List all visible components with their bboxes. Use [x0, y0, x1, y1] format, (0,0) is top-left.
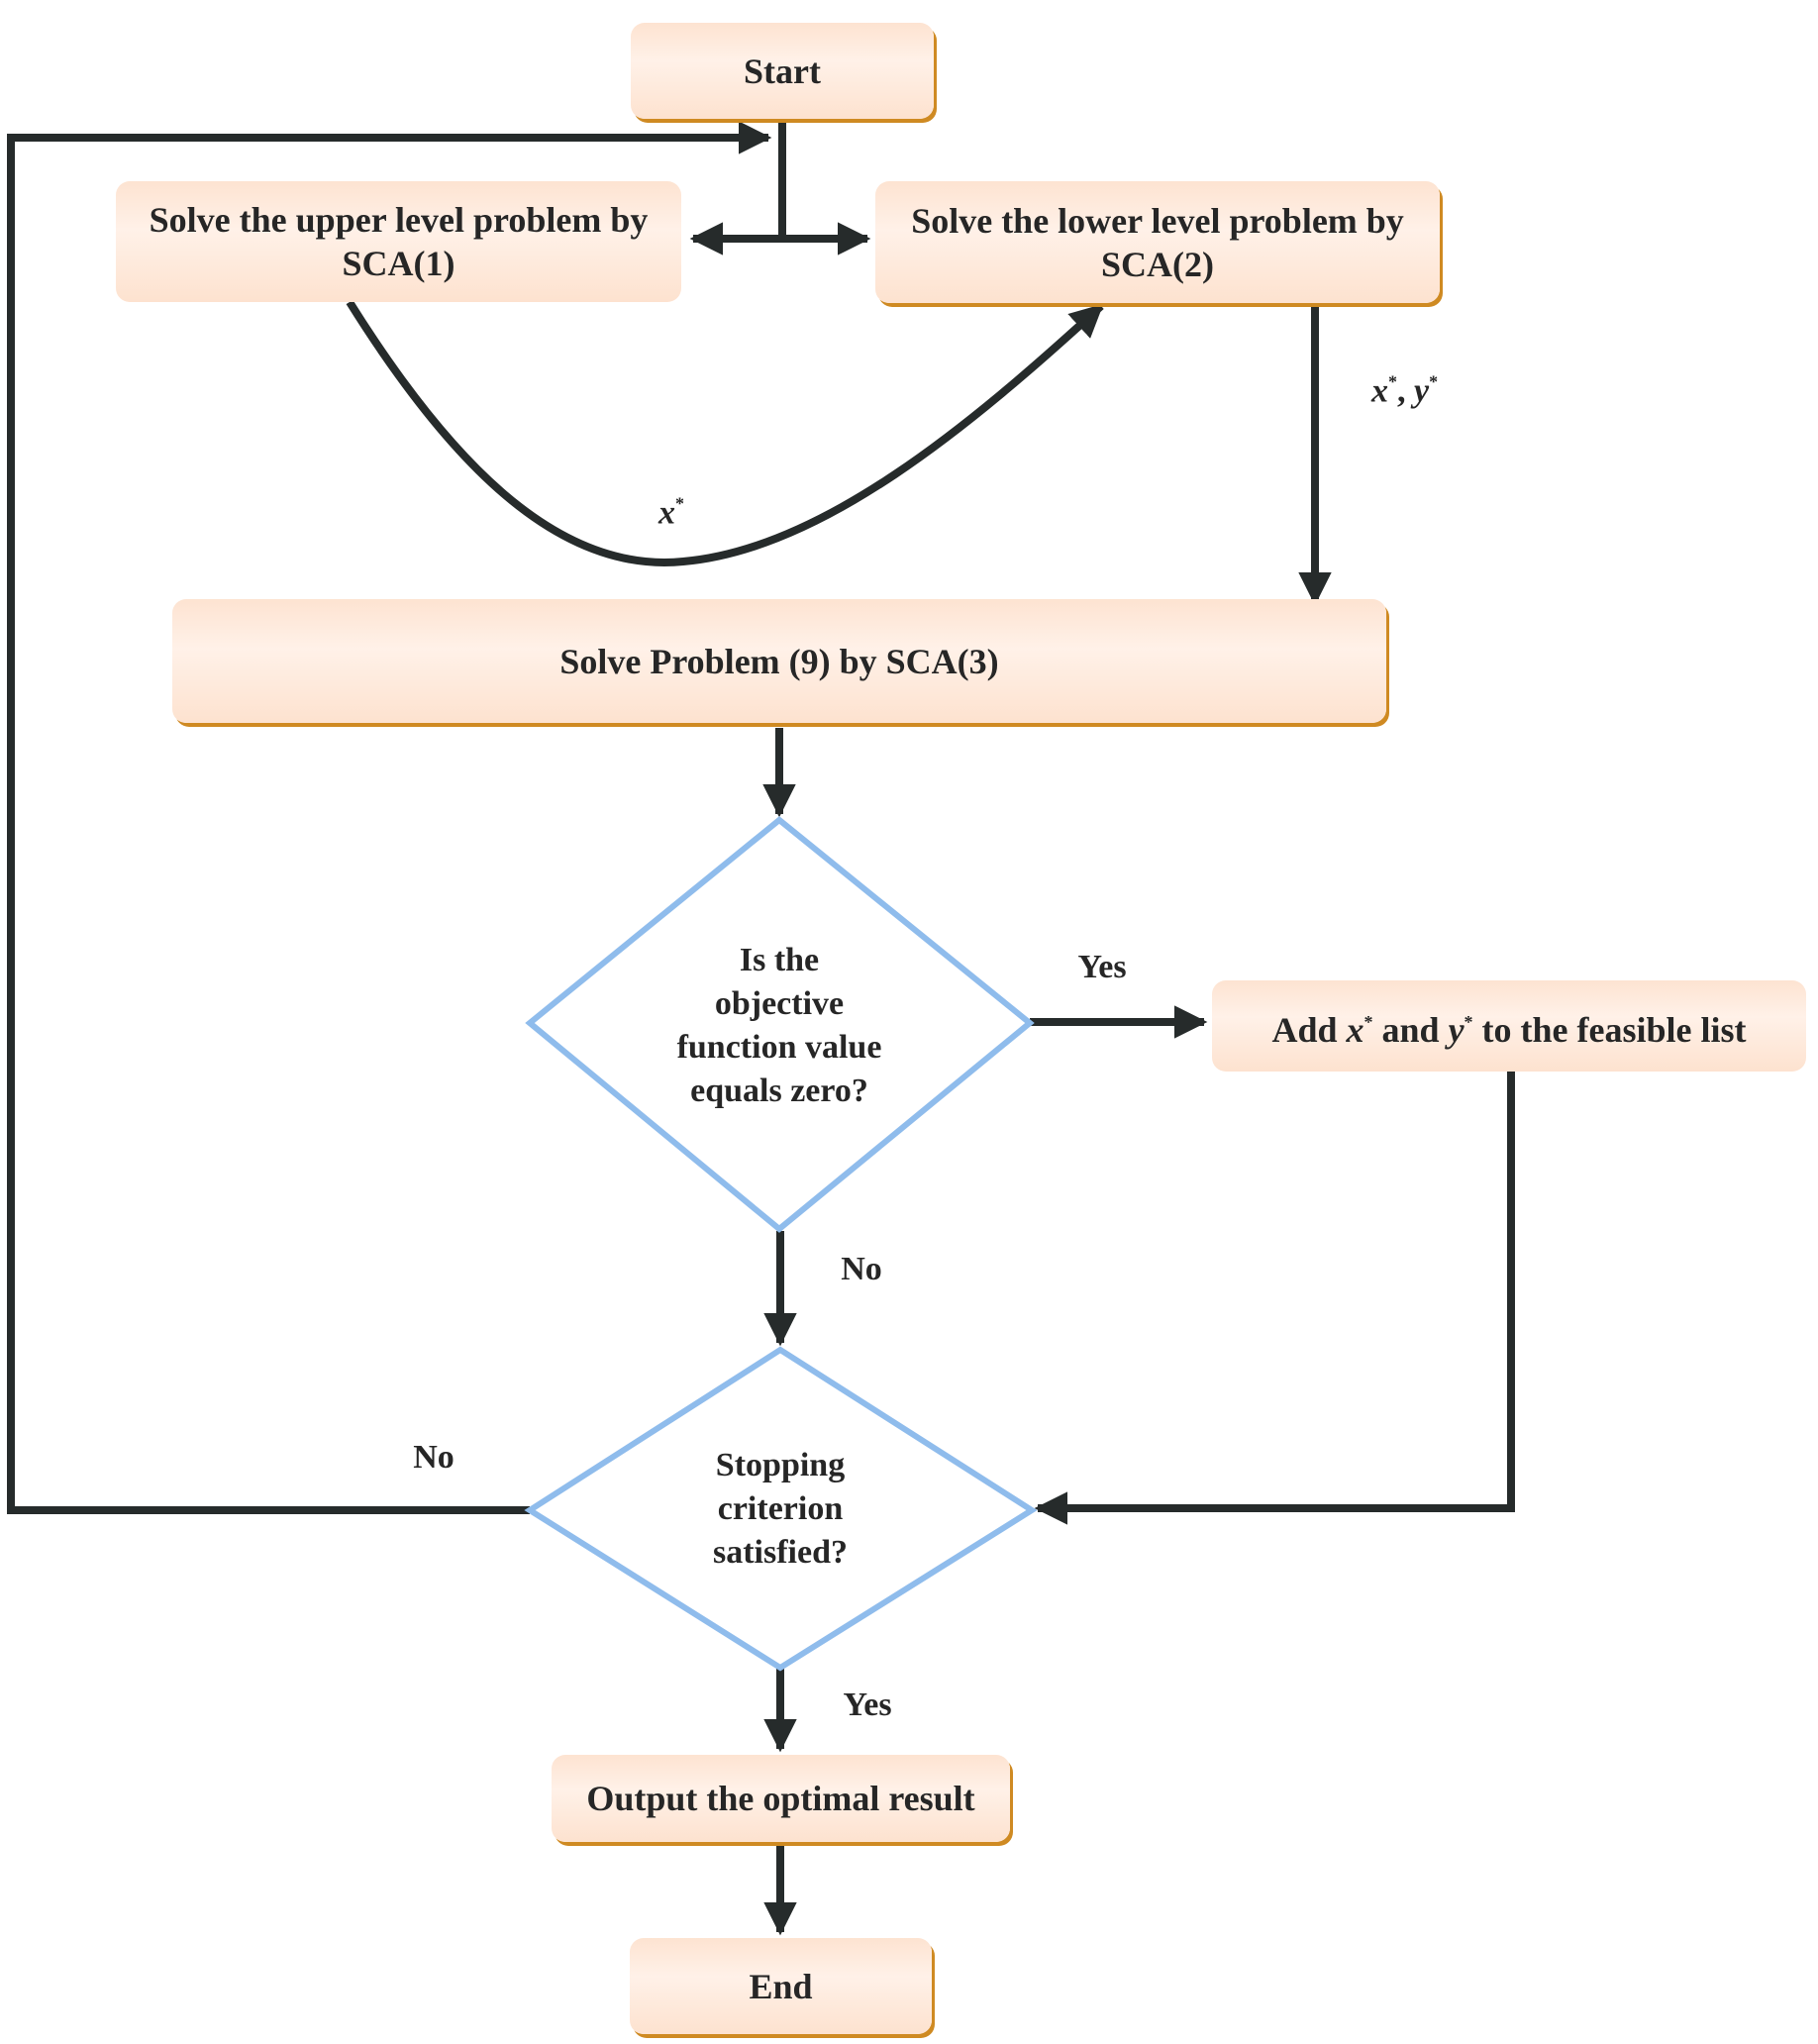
- add-post: to the feasible list: [1472, 1010, 1747, 1050]
- edge-label-no-decision1: No: [841, 1251, 882, 1287]
- add-mid: and: [1372, 1010, 1449, 1050]
- xy-sep: ,: [1397, 372, 1414, 410]
- add-pre: Add: [1271, 1010, 1347, 1050]
- edge-decision2-no-loop: [7, 121, 772, 1514]
- edge-label-x-star: x*: [658, 494, 684, 533]
- decision1-line: equals zero?: [690, 1073, 868, 1109]
- upper-level-line1: Solve the upper level problem by: [149, 200, 649, 240]
- decision2-line: criterion: [717, 1490, 844, 1527]
- add-y-var: y: [1448, 1010, 1464, 1050]
- x-star-var: x: [658, 494, 675, 532]
- end-node[interactable]: End: [630, 1938, 932, 2034]
- output-label: Output the optimal result: [586, 1779, 975, 1818]
- upper-level-node[interactable]: Solve the upper level problem by SCA(1): [116, 181, 681, 302]
- decision1-line: Is the: [739, 942, 820, 978]
- xy-y-sup: *: [1429, 371, 1439, 392]
- x-star-sup: *: [675, 493, 684, 514]
- decision2-line: Stopping: [715, 1447, 846, 1483]
- edge-label-yes-output: Yes: [843, 1686, 892, 1723]
- decision-objective-zero-shape: [525, 816, 1035, 1233]
- decision-objective-zero-text[interactable]: Is the objective function value equals z…: [677, 939, 882, 1113]
- edge-add-to-decision2: [1034, 1072, 1515, 1525]
- start-label: Start: [744, 51, 821, 91]
- decision1-line: function value: [676, 1029, 882, 1066]
- edge-label-yes-add: Yes: [1077, 949, 1127, 985]
- add-x-star: *: [1364, 1012, 1373, 1032]
- edge-label-no-loop: No: [413, 1439, 454, 1476]
- edge-label-xy-star: x*, y*: [1371, 372, 1438, 411]
- end-label: End: [749, 1966, 813, 2006]
- xy-y-var: y: [1414, 372, 1430, 410]
- lower-level-line2: SCA(2): [1101, 244, 1214, 284]
- edge-upper-to-lower-curve: [346, 299, 1104, 566]
- problem9-label: Solve Problem (9) by SCA(3): [559, 641, 999, 681]
- decision2-line: satisfied?: [713, 1534, 848, 1571]
- xy-x-var: x: [1371, 372, 1388, 410]
- upper-level-line2: SCA(1): [342, 244, 455, 283]
- add-x-var: x: [1346, 1010, 1364, 1050]
- decision-stopping-text[interactable]: Stopping criterion satisfied?: [713, 1444, 848, 1575]
- start-node[interactable]: Start: [631, 23, 934, 119]
- lower-level-node[interactable]: Solve the lower level problem by SCA(2): [875, 181, 1440, 303]
- add-feasible-node[interactable]: Add x* and y* to the feasible list: [1212, 980, 1806, 1072]
- xy-x-sup: *: [1388, 371, 1397, 392]
- problem9-node[interactable]: Solve Problem (9) by SCA(3): [172, 599, 1386, 723]
- lower-level-line1: Solve the lower level problem by: [911, 200, 1404, 241]
- add-label: Add x* and y* to the feasible list: [1271, 1000, 1746, 1052]
- decision-stopping-shape: [524, 1346, 1038, 1672]
- decision1-line: objective: [714, 985, 845, 1022]
- add-y-star: *: [1464, 1012, 1473, 1032]
- output-node[interactable]: Output the optimal result: [552, 1755, 1010, 1842]
